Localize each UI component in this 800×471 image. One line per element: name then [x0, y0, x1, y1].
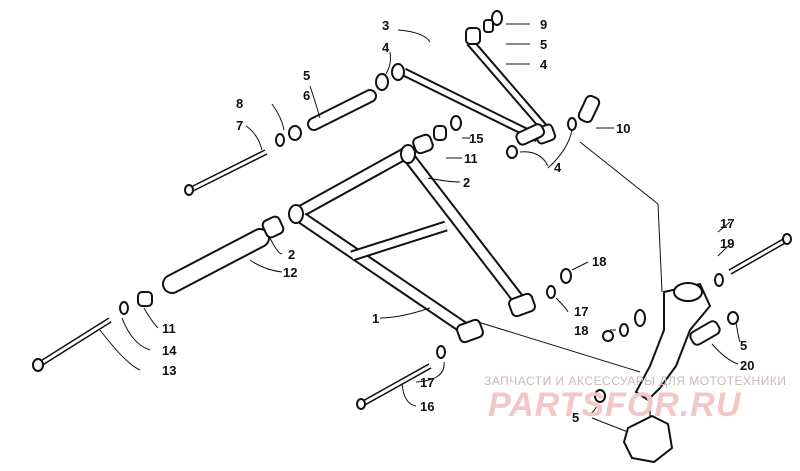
callout-1: 1	[372, 311, 379, 326]
callout-13: 13	[162, 363, 176, 378]
callout-19: 19	[720, 236, 734, 251]
watermark-caption: ЗАПЧАСТИ И АКСЕССУАРЫ ДЛЯ МОТОТЕХНИКИ	[484, 374, 787, 388]
callout-4-bottom: 4	[554, 160, 562, 175]
callout-5-top: 5	[540, 37, 547, 52]
callout-11-top: 11	[464, 151, 478, 166]
callout-labels: 3 4 9 5 4 5 6 8 7 10 15 11 4 2 2 12 17 1…	[162, 17, 754, 425]
callout-9: 9	[540, 17, 547, 32]
callout-2-top: 2	[463, 175, 470, 190]
bolt-19	[714, 233, 792, 287]
callout-3: 3	[382, 18, 389, 33]
callout-17-middle: 17	[574, 304, 588, 319]
callout-6: 6	[303, 88, 310, 103]
callout-12: 12	[283, 265, 297, 280]
lower-a-arm	[288, 144, 536, 344]
pivot-shaft-10	[577, 94, 601, 124]
assembly-guide-lines	[477, 141, 663, 433]
callout-7: 7	[236, 118, 243, 133]
callout-2-bottom: 2	[288, 247, 295, 262]
callout-20: 20	[740, 358, 754, 373]
pivot-20	[689, 311, 739, 346]
pivot-tube-6	[275, 89, 377, 147]
callout-8: 8	[236, 96, 243, 111]
callout-17-bottom: 17	[420, 375, 434, 390]
upper-rear-pivot-tube	[506, 117, 577, 159]
bolt-16	[356, 345, 446, 410]
callout-4-top: 4	[382, 40, 390, 55]
steering-knuckle	[594, 282, 712, 464]
pivot-tube-12	[119, 215, 285, 315]
callout-15: 15	[469, 131, 483, 146]
callout-4-right: 4	[540, 57, 548, 72]
callout-5-tube: 5	[303, 68, 310, 83]
callout-5-bottom: 5	[572, 410, 579, 425]
callout-17-right: 17	[720, 216, 734, 231]
lower-front-bushings	[412, 115, 462, 155]
callout-16: 16	[420, 399, 434, 414]
callout-leaders	[99, 23, 741, 415]
bolt-13	[32, 317, 112, 372]
callout-5-right: 5	[740, 338, 747, 353]
callout-11-bottom: 11	[162, 321, 176, 336]
callout-14: 14	[162, 343, 177, 358]
bolt-7	[184, 149, 268, 196]
callout-18-middle: 18	[574, 323, 588, 338]
watermark-logo: PARTSFOR.RU	[488, 386, 742, 424]
upper-front-bushings	[375, 10, 503, 91]
lower-spindle-hardware	[546, 268, 646, 342]
callout-10: 10	[616, 121, 630, 136]
callout-18-top: 18	[592, 254, 606, 269]
